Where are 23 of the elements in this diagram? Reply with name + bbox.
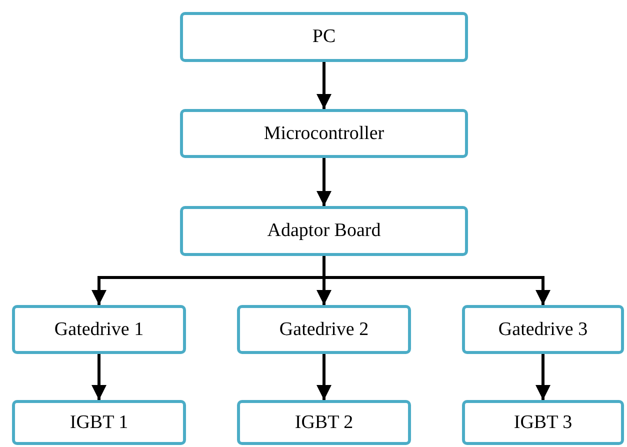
arrow xyxy=(92,354,106,400)
process-box xyxy=(180,109,468,158)
process-box xyxy=(180,206,468,256)
process-box xyxy=(237,305,411,354)
node-label: Gatedrive 2 xyxy=(279,318,369,340)
arrow xyxy=(316,158,332,206)
node-label: IGBT 3 xyxy=(514,412,572,434)
arrow xyxy=(316,62,332,109)
process-box xyxy=(180,12,468,62)
node-label: IGBT 2 xyxy=(294,412,354,434)
node-label: PC xyxy=(312,26,336,48)
arrow xyxy=(536,354,550,400)
node-label: IGBT 1 xyxy=(70,412,128,434)
node-label: Gatedrive 1 xyxy=(54,318,144,340)
process-box xyxy=(462,400,624,445)
process-box xyxy=(12,400,186,445)
node-label: Gatedrive 3 xyxy=(498,318,588,340)
process-box xyxy=(462,305,624,354)
arrow xyxy=(316,354,332,400)
node-label: Adaptor Board xyxy=(267,220,381,242)
process-box xyxy=(12,305,186,354)
process-box xyxy=(237,400,411,445)
node-label: Microcontroller xyxy=(264,122,384,144)
